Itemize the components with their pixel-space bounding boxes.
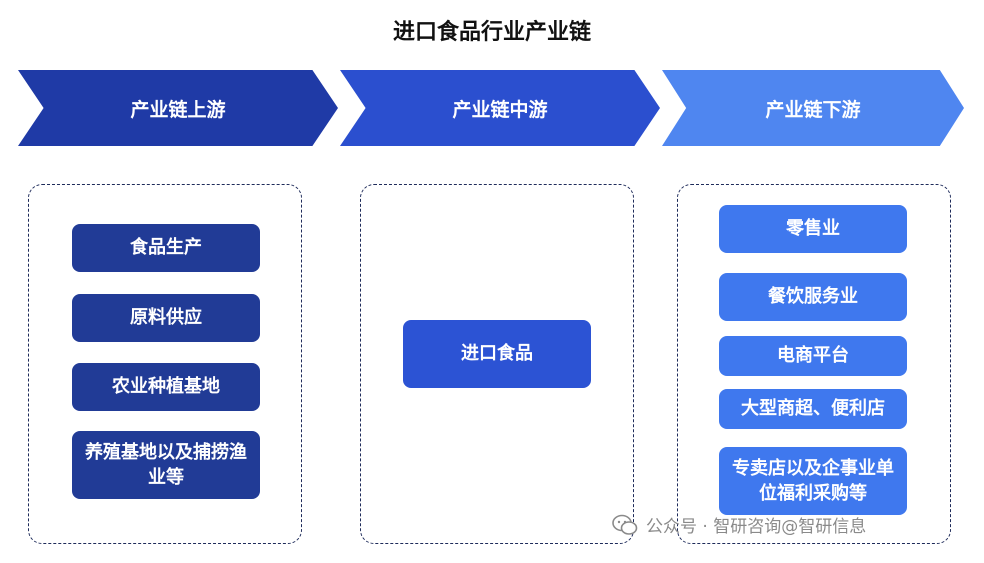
midstream-item-imported-food: 进口食品: [403, 320, 591, 388]
stage-label-downstream: 产业链下游: [765, 98, 861, 121]
stage-arrow-upstream: 产业链上游: [18, 70, 338, 146]
downstream-item-ecommerce: 电商平台: [719, 336, 907, 376]
upstream-panel: [28, 184, 302, 544]
downstream-panel: [677, 184, 951, 544]
stage-label-upstream: 产业链上游: [130, 98, 226, 121]
stage-arrow-midstream: 产业链中游: [340, 70, 660, 146]
midstream-panel: [360, 184, 634, 544]
downstream-item-specialty-store: 专卖店以及企事业单位福利采购等: [719, 447, 907, 515]
upstream-item-agriculture: 农业种植基地: [72, 363, 260, 411]
watermark-text: 公众号 · 智研咨询@智研信息: [646, 517, 867, 537]
diagram-title: 进口食品行业产业链: [392, 20, 591, 45]
downstream-item-supermarket: 大型商超、便利店: [719, 389, 907, 429]
downstream-item-retail: 零售业: [719, 205, 907, 253]
upstream-item-aquaculture: 养殖基地以及捕捞渔业等: [72, 431, 260, 499]
upstream-item-raw-material: 原料供应: [72, 294, 260, 342]
stage-label-midstream: 产业链中游: [452, 98, 548, 121]
stage-arrow-downstream: 产业链下游: [662, 70, 964, 146]
watermark: 公众号 · 智研咨询@智研信息: [612, 512, 866, 537]
wechat-icon: [612, 514, 638, 535]
upstream-item-food-production: 食品生产: [72, 224, 260, 272]
downstream-item-catering: 餐饮服务业: [719, 273, 907, 321]
